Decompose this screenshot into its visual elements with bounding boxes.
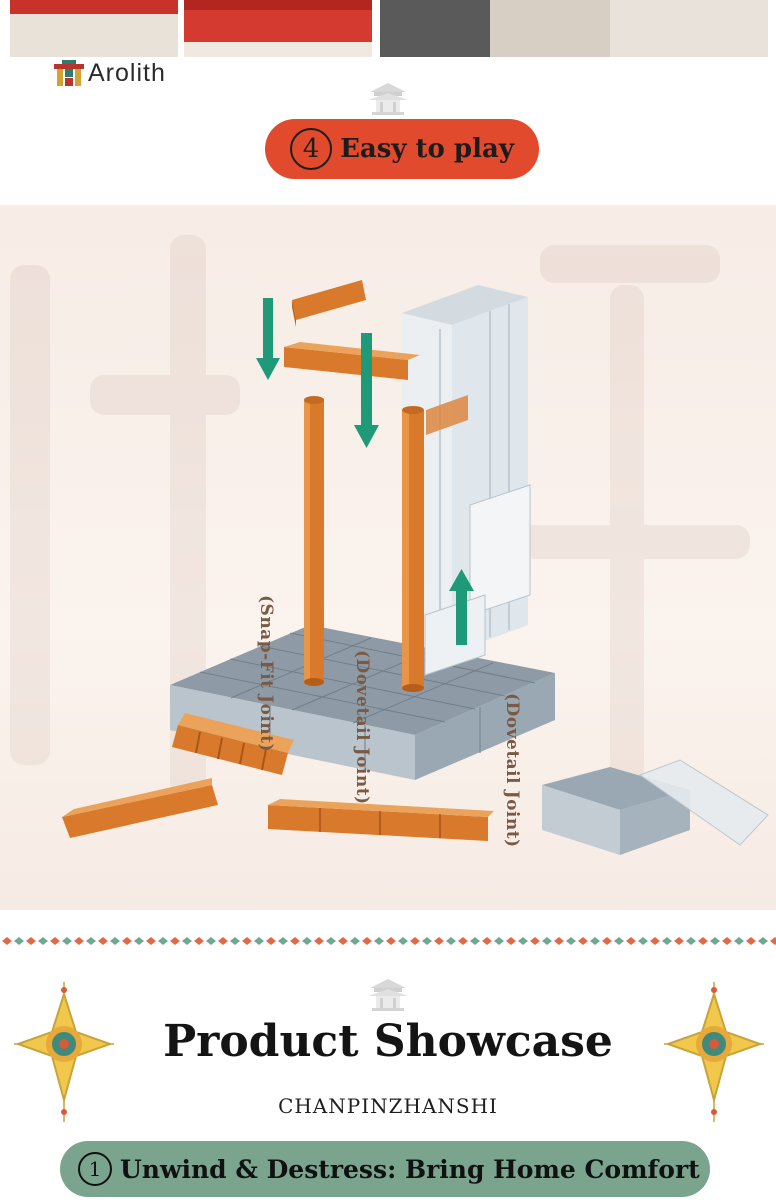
pavilion-icon xyxy=(368,979,408,1011)
step-number-badge: 4 xyxy=(290,128,333,170)
loose-beam-1 xyxy=(172,713,294,775)
easy-to-play-label: Easy to play xyxy=(340,134,514,164)
loose-beam-2 xyxy=(62,778,218,838)
product-photo-strip xyxy=(0,0,776,60)
product-showcase-subtitle: CHANPINZHANSHI xyxy=(278,1094,498,1118)
down-arrow-snap-fit xyxy=(256,298,280,380)
loose-beam-3 xyxy=(268,799,494,841)
up-arrow-dovetail xyxy=(449,569,474,645)
beam-piece-side xyxy=(426,395,468,435)
orange-pillar-left xyxy=(304,396,324,686)
product-showcase-title: Product Showcase xyxy=(163,1016,613,1067)
feature-number-badge: 1 xyxy=(78,1152,112,1186)
down-arrow-dovetail xyxy=(354,333,379,448)
ornament-star-icon xyxy=(664,982,764,1122)
dovetail-joint-label-side: (Dovetail Joint) xyxy=(502,693,522,848)
pavilion-icon xyxy=(368,83,408,115)
product-photo-2 xyxy=(184,0,372,57)
brand-logo: Arolith xyxy=(54,58,166,88)
translucent-wall-panel xyxy=(402,285,531,676)
product-photo-3 xyxy=(380,0,768,57)
assembly-illustration: (Snap-Fit Joint) (Dovetail Joint) (Dovet… xyxy=(0,205,776,910)
beam-piece-top xyxy=(292,280,366,327)
orange-pillar-right xyxy=(402,406,424,692)
beam-piece-middle xyxy=(284,342,420,380)
dovetail-joint-label-top: (Dovetail Joint) xyxy=(352,650,372,805)
loose-roof-tile-piece xyxy=(542,759,769,855)
snap-fit-joint-label: (Snap-Fit Joint) xyxy=(256,595,276,753)
easy-to-play-heading: 4 Easy to play xyxy=(265,119,539,179)
ornament-star-icon xyxy=(14,982,114,1122)
assembly-diagram xyxy=(10,235,769,855)
product-photo-1 xyxy=(10,0,178,57)
palace-bricks-icon xyxy=(54,60,84,86)
feature-1-label: Unwind & Destress: Bring Home Comfort xyxy=(120,1154,700,1184)
feature-1-heading: 1 Unwind & Destress: Bring Home Comfort xyxy=(60,1141,710,1197)
brand-name: Arolith xyxy=(88,58,166,87)
decorative-diamond-border xyxy=(0,934,776,948)
